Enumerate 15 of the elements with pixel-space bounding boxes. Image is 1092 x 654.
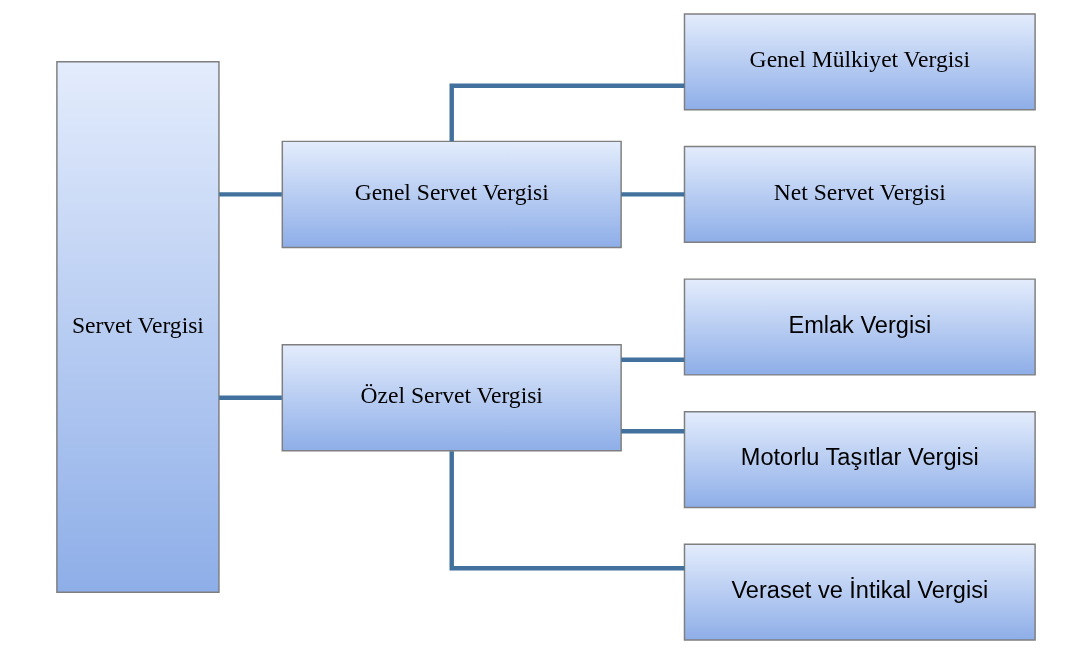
node-box: Genel Servet Vergisi [281,140,622,249]
connector [621,429,685,434]
connector [621,192,685,197]
node-box: Motorlu Taşıtlar Vergisi [683,410,1036,509]
connector [219,192,282,197]
node-box: Genel Mülkiyet Vergisi [683,13,1036,111]
connector [449,451,685,571]
node-box: Net Servet Vergisi [683,145,1036,244]
connector [219,395,282,400]
node-box: Özel Servet Vergisi [281,343,622,452]
node-box: Veraset ve İntikal Vergisi [683,543,1036,641]
node-box: Servet Vergisi [56,61,220,593]
connector [449,83,685,142]
connector [621,357,685,362]
node-box: Emlak Vergisi [683,278,1036,376]
